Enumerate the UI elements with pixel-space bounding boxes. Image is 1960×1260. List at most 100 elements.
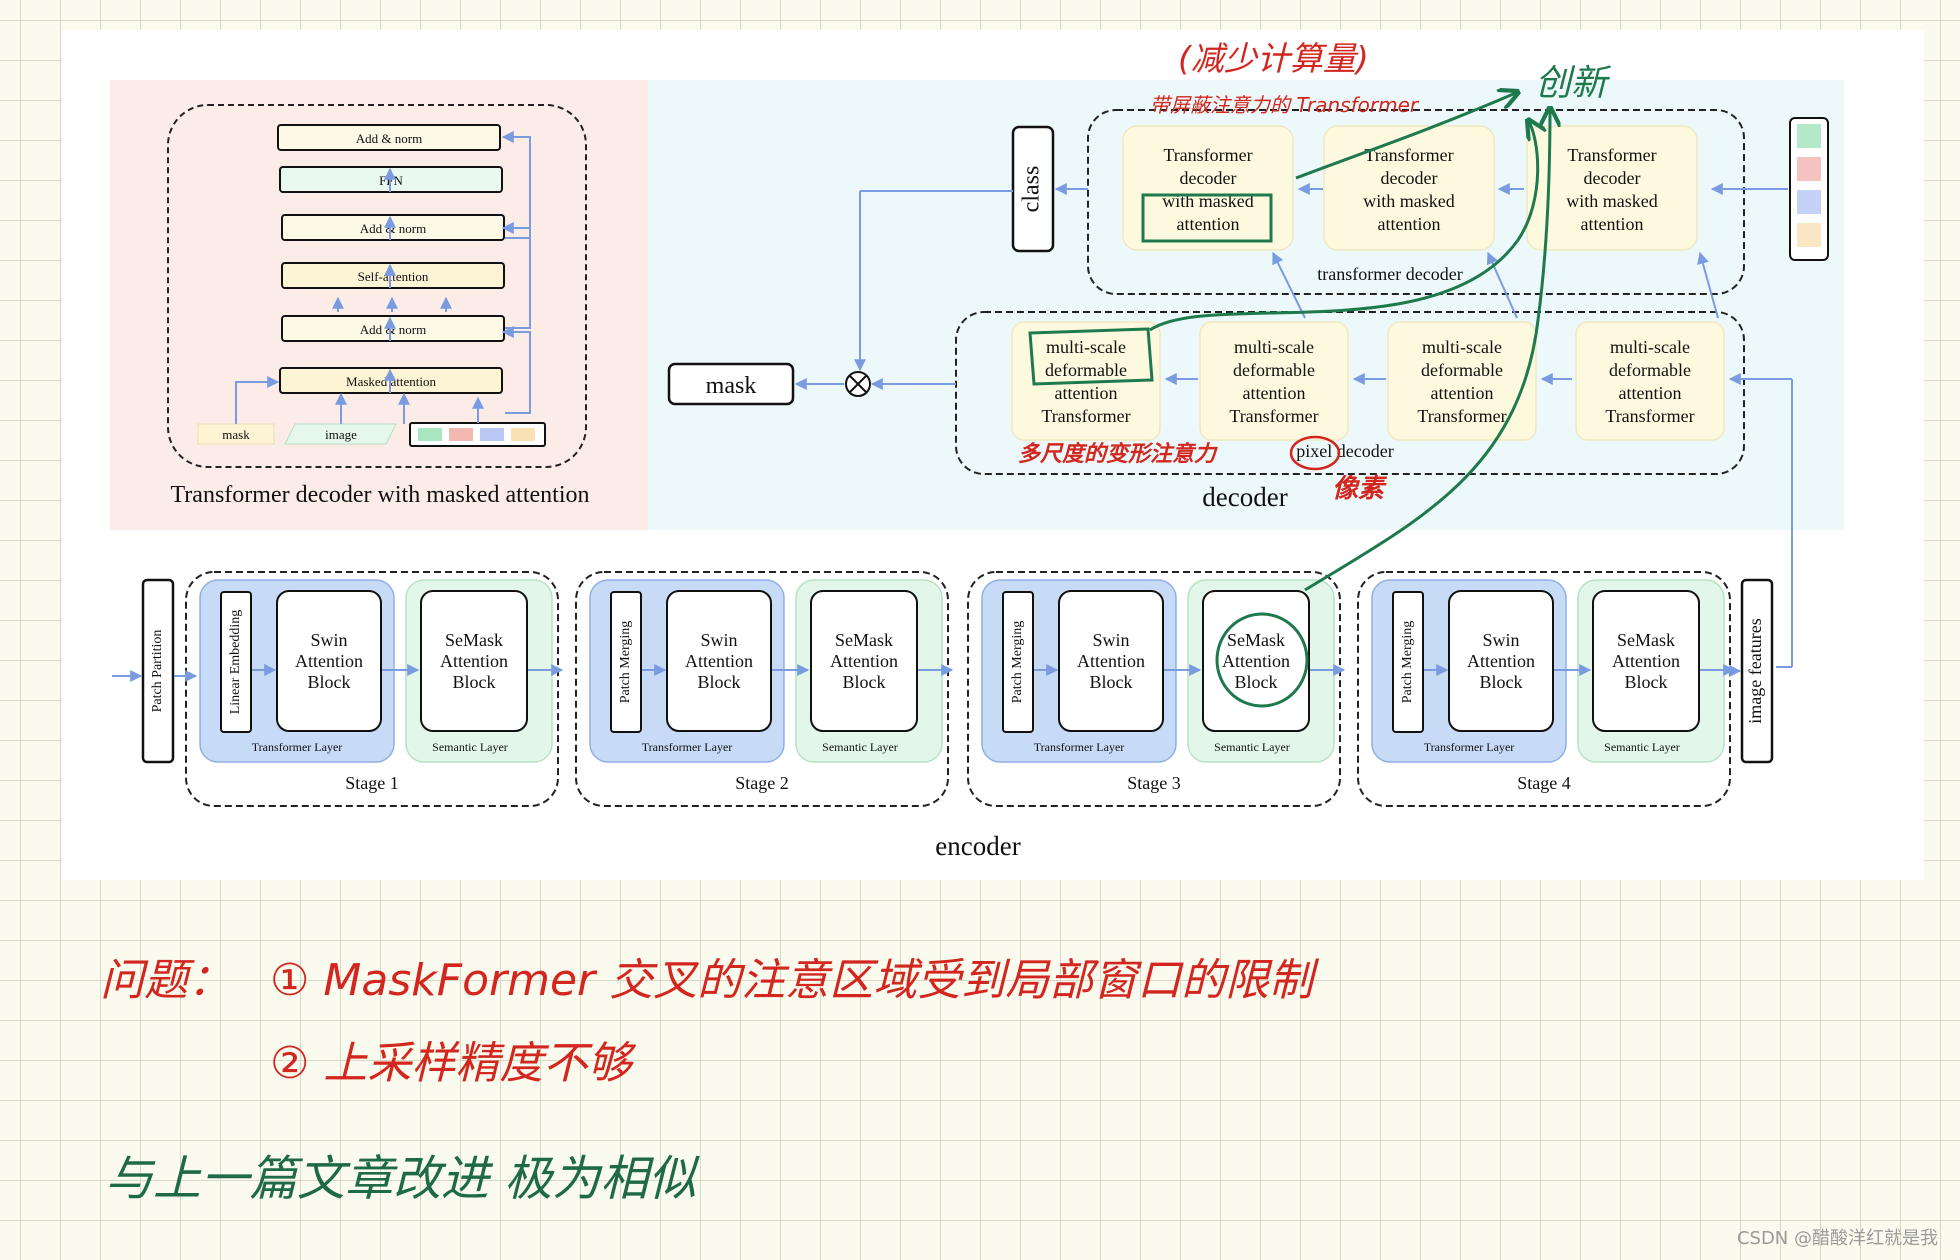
transformer-decoder-block-label: Transformer (1163, 145, 1252, 165)
residual-arrow (501, 131, 531, 239)
green-arrow-3 (1304, 108, 1550, 592)
green-arrow-2 (1149, 120, 1538, 332)
semask-block-label: SeMask (835, 630, 893, 650)
swin-block-label: Attention (1077, 651, 1145, 671)
query-color-cell (418, 428, 442, 441)
semask-block (1592, 590, 1700, 732)
pixel-decoder-block-label: multi-scale (1234, 337, 1314, 357)
semask-block-label: Block (1235, 672, 1278, 692)
embedding-label: Patch Merging (1010, 621, 1025, 704)
transformer-decoder-block-label: decoder (1180, 168, 1237, 188)
class-label: class (1019, 166, 1045, 213)
swin-block-label: Swin (310, 630, 347, 650)
multiply-icon (849, 375, 867, 393)
transformer-decoder-label: transformer decoder (1317, 264, 1462, 284)
pixel-decoder-block (1199, 321, 1349, 441)
semask-block-label: SeMask (1227, 630, 1285, 650)
pixel-decoder-block-label: Transformer (1041, 406, 1130, 426)
image-features-box (1740, 578, 1774, 764)
semask-block-label: SeMask (1617, 630, 1675, 650)
transformer-decoder-block-label: Transformer (1567, 145, 1656, 165)
class-box (1011, 125, 1055, 253)
semask-block-label: Attention (440, 651, 508, 671)
pixel-decoder-block (1387, 321, 1537, 441)
query-cell (1797, 124, 1821, 148)
encoder-label: encoder (935, 831, 1020, 861)
residual-arrow (501, 326, 531, 414)
embedding-label: Linear Embedding (228, 610, 243, 715)
stage-label: Stage 2 (735, 773, 789, 793)
swin-block-label: Swin (700, 630, 737, 650)
green-highlight-masked (1141, 193, 1273, 243)
note-problem-2: ② 上采样精度不够 (270, 1038, 636, 1089)
transformer-decoder-block (1526, 125, 1698, 251)
transformer-decoder-block-label: attention (1177, 214, 1240, 234)
decoder-detail-title: Transformer decoder with masked attentio… (170, 482, 589, 508)
pixel-decoder-block-label: attention (1055, 383, 1118, 403)
decoder-layer-label: Self-attention (358, 269, 429, 284)
mask-box (667, 362, 795, 406)
swin-block (1448, 590, 1554, 732)
swin-block (1058, 590, 1164, 732)
decoder-layer-label: Add & norm (360, 322, 426, 337)
decoder-label: decoder (1202, 482, 1287, 512)
handwritten-annotations: (减少计算量) 带屏蔽注意力的 Transformer 创新 多尺度的变形注意力… (1018, 39, 1612, 708)
semask-block (420, 590, 528, 732)
stage-frame (967, 571, 1341, 807)
transformer-decoder-blocks: Transformer decoder with masked attention Tr… (1122, 125, 1698, 251)
stage-label: Stage 1 (345, 773, 399, 793)
mask-label: mask (706, 373, 757, 399)
patch-partition-box (141, 578, 175, 764)
transformer-layer-label: Transformer Layer (1424, 740, 1515, 754)
pixel-decoder-block-label: deformable (1233, 360, 1315, 380)
semask-block-label: Attention (1612, 651, 1680, 671)
note-problem-1: ① MaskFormer 交叉的注意区域受到局部窗口的限制 (270, 955, 1319, 1006)
swin-block (276, 590, 382, 732)
pixel-decoder-block-label: deformable (1045, 360, 1127, 380)
query-color-cell (511, 428, 535, 441)
semask-block-label: Block (453, 672, 496, 692)
pixel-decoder-label: pixel decoder (1296, 441, 1393, 461)
decoder-layer-label: Masked attention (346, 374, 436, 389)
pixel-decoder-block (1575, 321, 1725, 441)
embedding-label: Patch Merging (618, 621, 633, 704)
transformer-decoder-block-label: decoder (1381, 168, 1438, 188)
decoder-detail-inputs: mask image (197, 376, 546, 447)
pixel-decoder-block-label: multi-scale (1422, 337, 1502, 357)
swin-block-label: Attention (1467, 651, 1535, 671)
semask-block-label: Attention (1222, 651, 1290, 671)
semask-block-label: Attention (830, 651, 898, 671)
semantic-layer-label: Semantic Layer (1214, 740, 1290, 754)
decoder-detail-panel (110, 80, 648, 530)
semask-block (1202, 590, 1310, 732)
image-input-label: image (325, 427, 357, 442)
query-cell (1797, 223, 1821, 247)
transformer-decoder-block (1122, 125, 1294, 251)
swin-block-label: Block (698, 672, 741, 692)
semask-block-label: SeMask (445, 630, 503, 650)
transformer-decoder-block-label: attention (1378, 214, 1441, 234)
transformer-decoder-block-label: with masked (1363, 191, 1455, 211)
decoder-layer-label: FFN (379, 173, 403, 188)
note-problem-label: 问题： (100, 955, 232, 1006)
transformer-decoder-block (1323, 125, 1495, 251)
image-input (284, 423, 397, 445)
pixel-decoder-block-label: attention (1619, 383, 1682, 403)
annotation-innovation: 创新 (1535, 63, 1612, 104)
stage-frame (1357, 571, 1731, 807)
decoder-layer-label: Add & norm (356, 131, 422, 146)
swin-block-label: Block (1480, 672, 1523, 692)
swin-block-label: Attention (295, 651, 363, 671)
embedding-box (1002, 591, 1034, 733)
mask-input-label: mask (222, 427, 250, 442)
transformer-layer-label: Transformer Layer (642, 740, 733, 754)
residual-arrow (501, 222, 531, 329)
input-arrow (235, 376, 280, 424)
semantic-layer-label: Semantic Layer (432, 740, 508, 754)
query-color-cell (480, 428, 504, 441)
pixel-decoder-block-label: Transformer (1605, 406, 1694, 426)
pixel-decoder-block-label: Transformer (1229, 406, 1318, 426)
stage-label: Stage 3 (1127, 773, 1181, 793)
transformer-decoder-block-label: attention (1581, 214, 1644, 234)
